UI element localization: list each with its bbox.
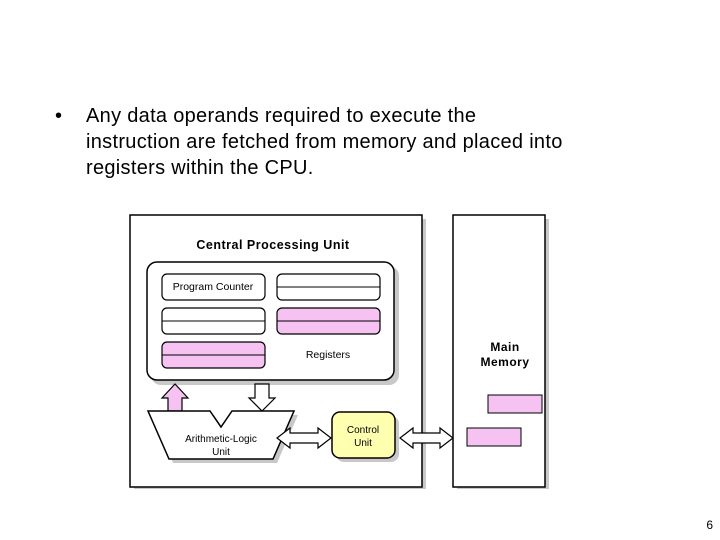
program-counter-register bbox=[161, 273, 266, 301]
control-unit-line1: Control bbox=[347, 425, 379, 436]
control-unit: Control Unit bbox=[331, 411, 399, 462]
registers-to-alu-arrow bbox=[247, 383, 277, 412]
alu-label-line1: Arithmetic-Logic bbox=[185, 434, 257, 445]
control-unit-line2: Unit bbox=[354, 438, 372, 449]
registers-label: Registers bbox=[306, 349, 350, 361]
main-memory-line2: Memory bbox=[480, 355, 529, 369]
bullet-line-1: Any data operands required to execute th… bbox=[86, 105, 477, 127]
alu-shape bbox=[146, 410, 296, 460]
main-memory-line1: Main bbox=[490, 340, 519, 354]
program-counter-label: Program Counter bbox=[173, 281, 254, 293]
bullet-line-2: instruction are fetched from memory and … bbox=[86, 131, 563, 153]
slide-number: 6 bbox=[706, 518, 713, 532]
bullet-dot: • bbox=[55, 105, 63, 127]
registers-panel: Program Counter Registers bbox=[146, 261, 399, 385]
cpu-title: Central Processing Unit bbox=[196, 238, 350, 252]
alu-label-line2: Unit bbox=[212, 447, 230, 458]
memory-cell-operand-2 bbox=[466, 427, 522, 447]
memory-cell-operand-1 bbox=[487, 394, 543, 414]
main-memory: Main Memory bbox=[452, 214, 549, 489]
alu-to-registers-arrow bbox=[160, 383, 190, 412]
alu: Arithmetic-Logic Unit bbox=[146, 410, 298, 463]
bullet-point: • Any data operands required to execute … bbox=[55, 103, 705, 181]
bullet-text: Any data operands required to execute th… bbox=[86, 103, 705, 181]
control-unit-box bbox=[331, 411, 396, 459]
alu-control-arrow bbox=[276, 426, 332, 450]
bullet-line-3: registers within the CPU. bbox=[86, 157, 314, 179]
